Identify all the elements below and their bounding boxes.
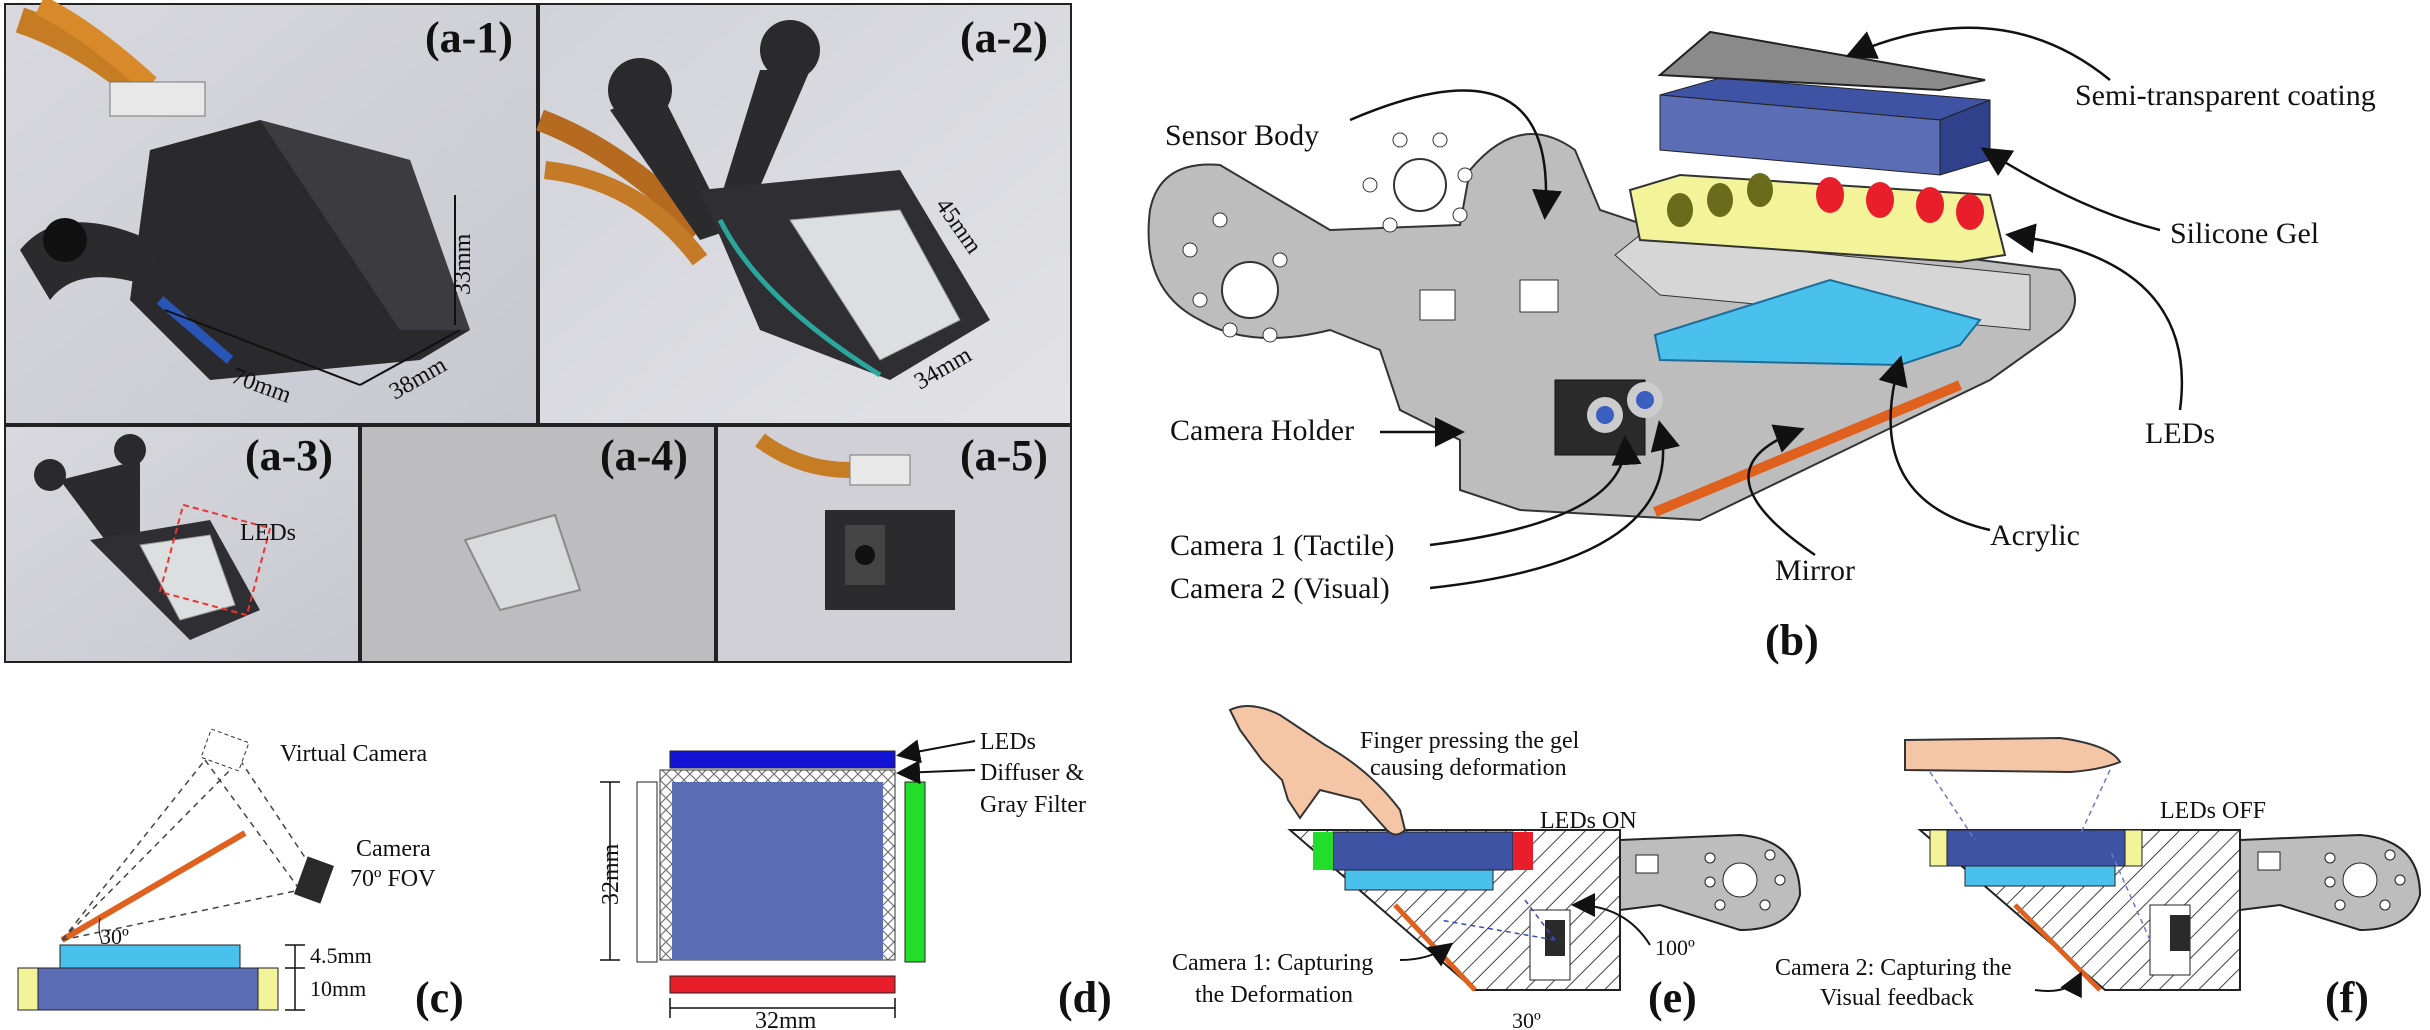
label-c-angle: 30º xyxy=(100,924,129,949)
sensor-body-shape xyxy=(1147,133,2076,522)
panel-label-a1: (a-1) xyxy=(425,13,513,62)
label-e-finger2: causing deformation xyxy=(1370,755,1567,781)
label-b-coating: Semi-transparent coating xyxy=(2075,79,2376,112)
panel-e-diagram: Finger pressing the gel causing deformat… xyxy=(1172,705,1802,1030)
photo-a1-dim-33: 33mm xyxy=(450,233,476,295)
panel-label-a2: (a-2) xyxy=(960,13,1048,62)
label-d-width: 32mm xyxy=(755,1008,817,1030)
label-d-diffuser2: Gray Filter xyxy=(980,792,1086,818)
label-b-holder: Camera Holder xyxy=(1170,414,1354,447)
panel-label-c: (c) xyxy=(415,973,464,1022)
photo-a3-leds-label: LEDs xyxy=(240,520,296,546)
silicone-gel-block xyxy=(1659,77,1991,176)
led-strip-bottom-red xyxy=(669,975,896,994)
label-f-off: LEDs OFF xyxy=(2160,798,2266,824)
photo-a3: LEDs (a-3) xyxy=(6,427,358,661)
label-d-height: 32mm xyxy=(598,843,624,905)
panel-label-d: (d) xyxy=(1058,973,1112,1022)
label-d-diffuser1: Diffuser & xyxy=(980,760,1085,786)
led-frame xyxy=(1628,173,2007,264)
acrylic-plate xyxy=(1653,278,1982,367)
mounting-holes xyxy=(1182,132,1473,343)
label-d-leds: LEDs xyxy=(980,729,1036,755)
label-e-angle2: 30º xyxy=(1512,1008,1541,1030)
label-b-leds: LEDs xyxy=(2145,417,2215,450)
label-b-mirror: Mirror xyxy=(1775,554,1855,587)
virtual-camera-icon xyxy=(200,728,250,772)
label-f-cap2: Visual feedback xyxy=(1820,985,1974,1011)
camera-pair xyxy=(1554,379,1663,456)
label-e-cap1: Camera 1: Capturing xyxy=(1172,950,1373,976)
label-b-acrylic: Acrylic xyxy=(1990,519,2080,552)
panel-b-diagram: Semi-transparent coating Sensor Body Sil… xyxy=(1147,26,2376,665)
panel-f-diagram: LEDs OFF Camera 2: Capturing the Visual … xyxy=(1775,736,2422,1022)
label-e-cap2: the Deformation xyxy=(1195,982,1353,1008)
mirror-strip xyxy=(1653,380,1962,517)
led-strip-left-white xyxy=(636,781,658,963)
panel-label-e: (e) xyxy=(1648,973,1697,1022)
label-b-gel: Silicone Gel xyxy=(2170,217,2319,250)
coating-sheet xyxy=(1657,30,1986,92)
label-b-body: Sensor Body xyxy=(1165,119,1319,152)
label-e-angle: 100º xyxy=(1655,935,1695,960)
photo-a2: 45mm 34mm (a-2) xyxy=(536,5,1070,423)
label-f-cap1: Camera 2: Capturing the xyxy=(1775,955,2012,981)
panel-label-a3: (a-3) xyxy=(245,431,333,480)
label-c-virtual: Virtual Camera xyxy=(280,741,428,767)
photo-a1: 70mm 38mm 33mm (a-1) xyxy=(6,0,536,423)
panel-c-diagram: Virtual Camera Camera 70º FOV 30º 4.5mm … xyxy=(17,728,464,1022)
label-b-cam1: Camera 1 (Tactile) xyxy=(1170,529,1394,562)
label-e-on: LEDs ON xyxy=(1540,808,1637,834)
photo-a4: (a-4) xyxy=(362,427,714,661)
panel-label-b: (b) xyxy=(1765,616,1819,665)
panel-d-diagram: 32mm 32mm LEDs Diffuser & Gray Filter (d… xyxy=(598,729,1112,1030)
label-e-finger1: Finger pressing the gel xyxy=(1360,728,1580,754)
label-c-h1: 4.5mm xyxy=(310,943,372,968)
led-strip-right-green xyxy=(904,781,926,963)
label-c-camera: Camera xyxy=(356,836,431,862)
photo-a5: (a-5) xyxy=(718,427,1070,661)
panel-label-f: (f) xyxy=(2325,973,2369,1022)
label-b-cam2: Camera 2 (Visual) xyxy=(1170,572,1390,605)
panel-label-a4: (a-4) xyxy=(600,431,688,480)
camera-icon xyxy=(294,856,334,904)
label-c-h2: 10mm xyxy=(310,976,366,1001)
panel-label-a5: (a-5) xyxy=(960,431,1048,480)
photo-panels: 70mm 38mm 33mm (a-1) 45mm 34mm (a-2) xyxy=(4,0,1072,663)
hand-shape xyxy=(1904,736,2122,774)
led-strip-top-blue xyxy=(669,750,896,769)
label-c-fov: 70º FOV xyxy=(350,866,436,892)
finger-shape xyxy=(1228,705,1407,836)
